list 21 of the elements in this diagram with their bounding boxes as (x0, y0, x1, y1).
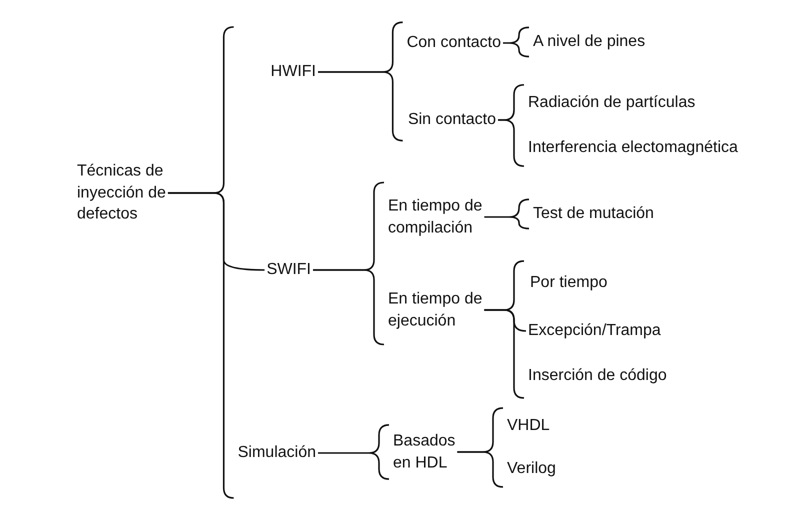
brace (317, 424, 390, 480)
node-label: En tiempo de compilación (388, 195, 496, 239)
brace (502, 26, 530, 58)
node-label: Inserción de código (528, 365, 667, 387)
node-label: Verilog (507, 458, 556, 480)
node-label: Con contacto (406, 32, 501, 54)
node-label: A nivel de pines (533, 31, 646, 53)
node-label: Radiación de partículas (528, 92, 696, 114)
node-label: En tiempo de ejecución (388, 288, 496, 332)
node-label: HWIFI (270, 61, 316, 83)
brace (483, 198, 530, 230)
node-label: Técnicas de inyección de defectos (77, 160, 185, 226)
node-label: Excepción/Trampa (528, 320, 661, 342)
node-label: Sin contacto (408, 109, 496, 131)
node-label: Basados en HDL (393, 430, 475, 474)
node-label: Test de mutación (533, 203, 654, 225)
node-label: VHDL (507, 415, 550, 437)
node-label: Simulación (238, 442, 316, 464)
node-label: SWIFI (266, 259, 311, 281)
node-label: Por tiempo (530, 272, 608, 294)
node-label: Interferencia electomagnética (528, 137, 738, 159)
